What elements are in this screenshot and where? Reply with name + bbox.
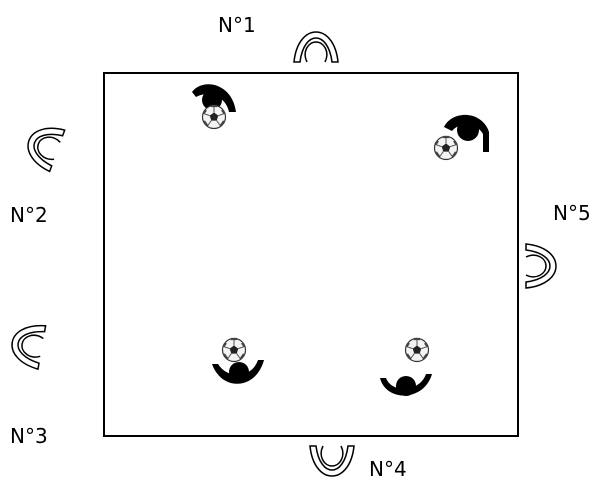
player-bottom-left: [212, 360, 264, 384]
observer-1-eye-icon: [294, 32, 338, 62]
label-n3: N°3: [10, 424, 48, 448]
label-n2: N°2: [10, 203, 48, 227]
label-n5: N°5: [553, 201, 591, 225]
label-n1: N°1: [218, 13, 256, 37]
soccer-ball-icon: [435, 137, 458, 160]
observer-3-eye-icon: [8, 321, 45, 370]
soccer-ball-icon: [223, 339, 246, 362]
label-n4: N°4: [369, 457, 407, 481]
observer-2-eye-icon: [21, 120, 64, 172]
soccer-ball-icon: [406, 339, 429, 362]
soccer-ball-icon: [203, 106, 226, 129]
observer-4-eye-icon: [310, 446, 354, 476]
player-bottom-right: [380, 374, 432, 396]
observer-5-eye-icon: [526, 244, 556, 288]
